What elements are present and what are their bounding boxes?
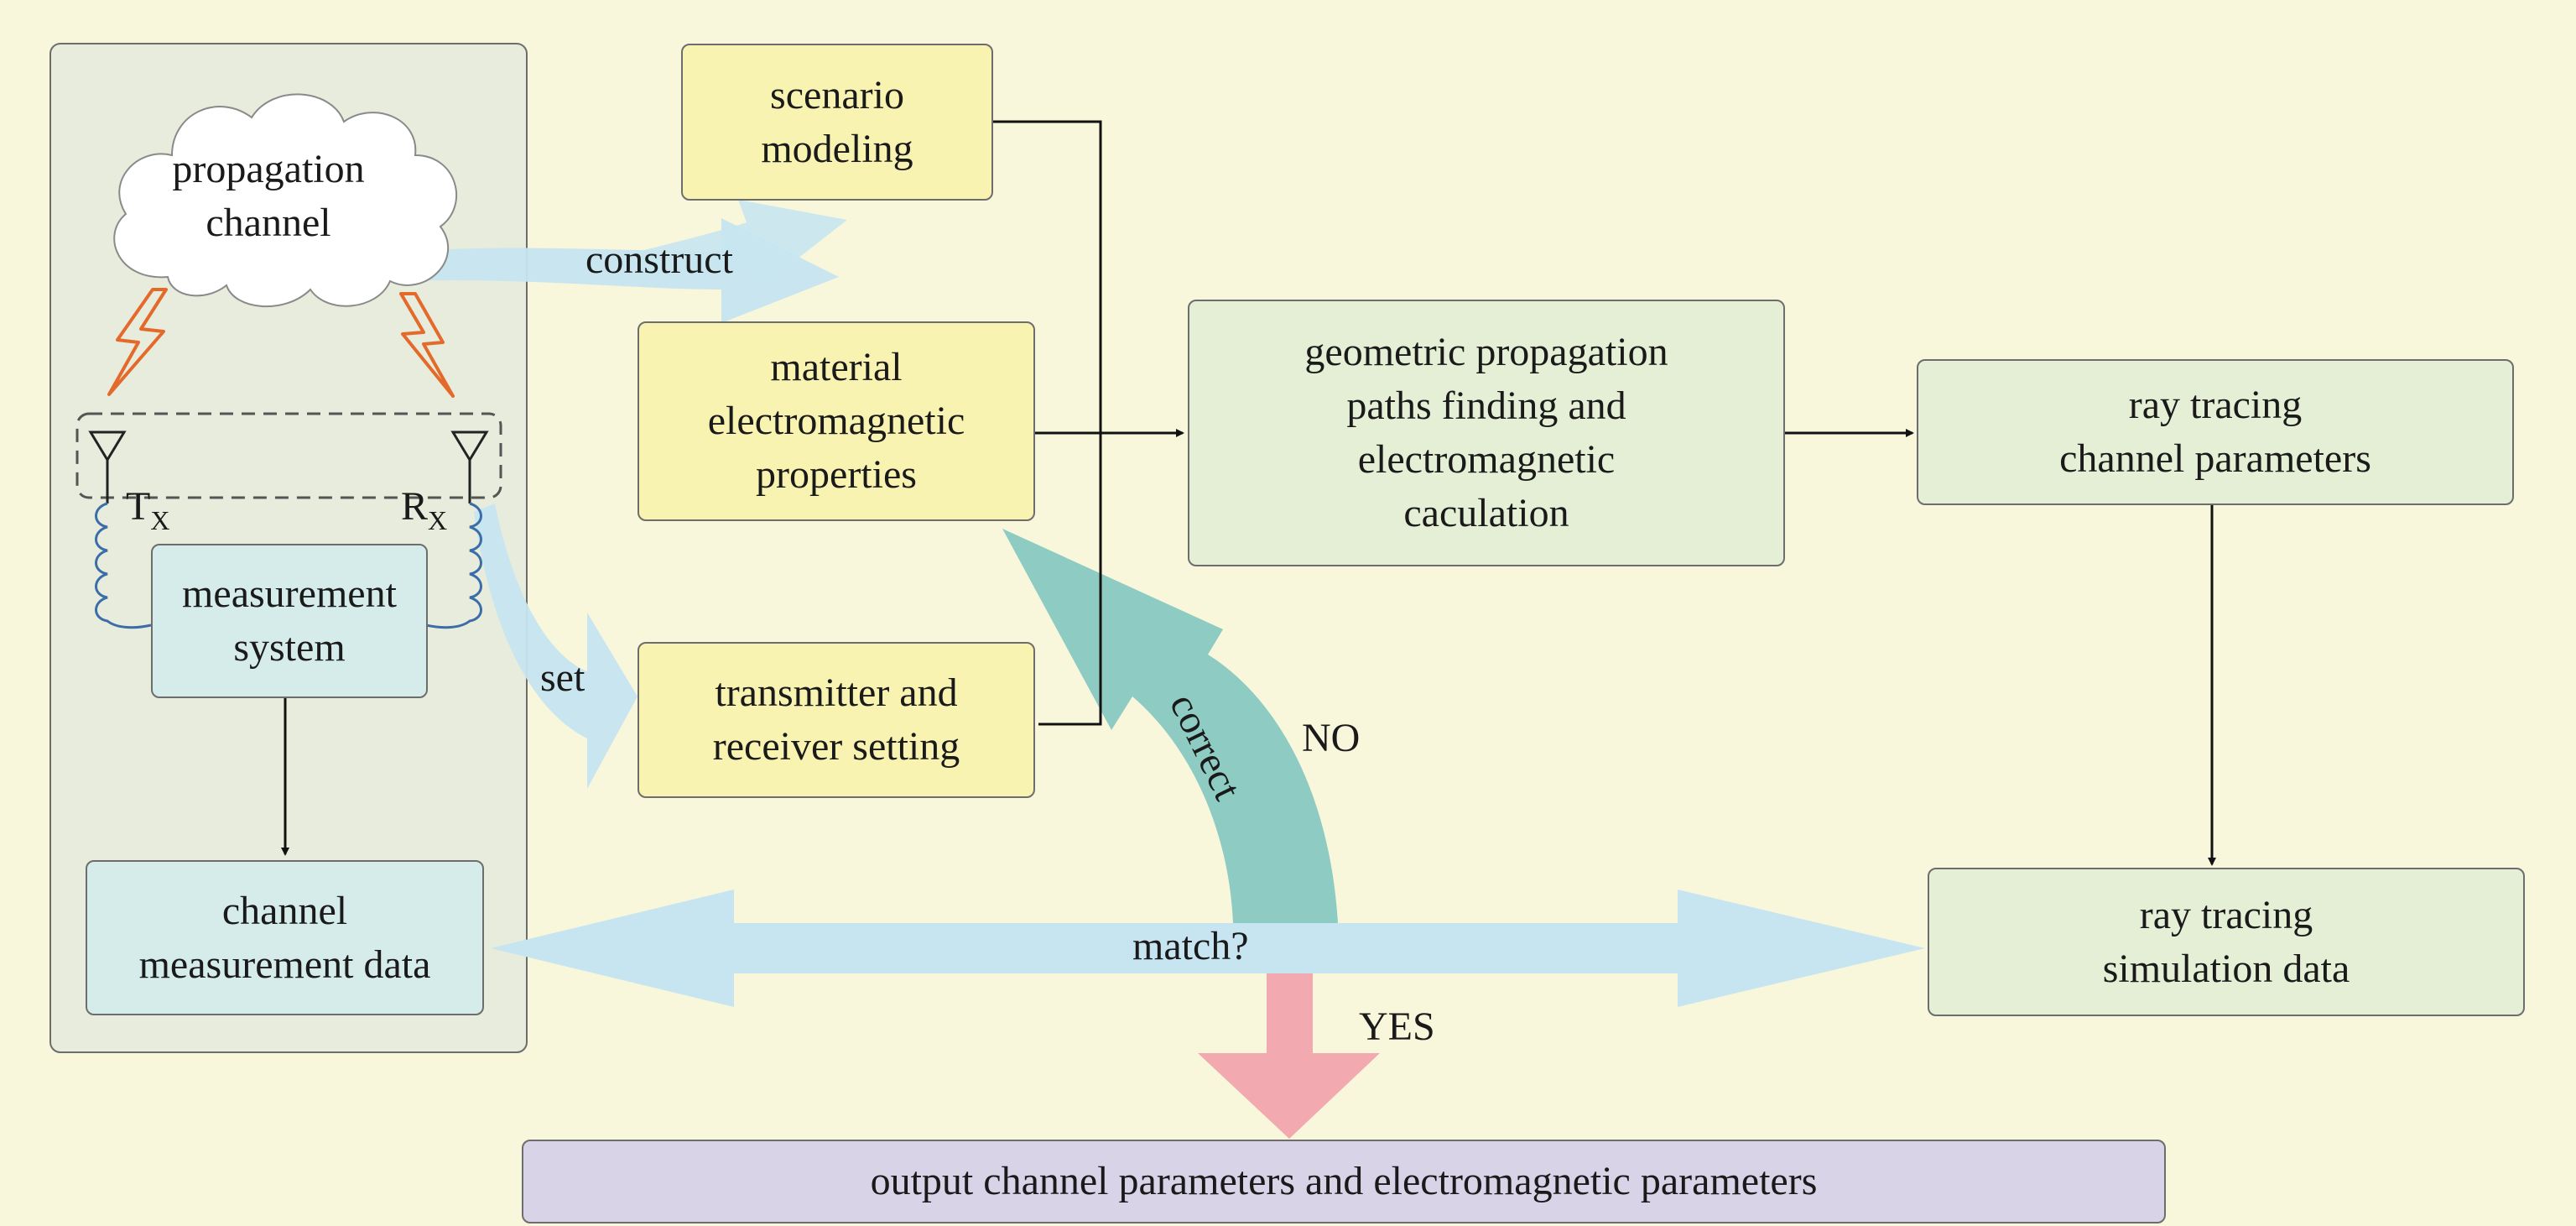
construct-arrow-upper [637, 200, 847, 285]
rx-letter: R [401, 484, 429, 529]
lightning-right-icon [399, 292, 455, 398]
propagation-channel-label: propagation channel [172, 147, 365, 245]
tx-letter: T [126, 484, 151, 529]
set-arrow [474, 503, 637, 789]
rx-label: RX [401, 436, 448, 535]
construct-label: construct [585, 237, 733, 282]
cloud-shape [113, 93, 458, 307]
correct-arrow [1002, 529, 1338, 923]
tx-label: TX [126, 436, 170, 535]
tx-subscript: X [150, 505, 170, 535]
match-double-arrow [491, 890, 1925, 1007]
geometric-propagation-box: geometric propagation paths finding and … [1188, 300, 1785, 566]
transmitter-receiver-setting-box: transmitter and receiver setting [637, 642, 1035, 798]
match-label: match? [1132, 924, 1249, 968]
no-label: NO [1302, 716, 1361, 760]
scenario-modeling-box: scenario modeling [681, 44, 993, 201]
output-parameters-box: output channel parameters and electromag… [522, 1140, 2166, 1223]
ray-tracing-channel-parameters-box: ray tracing channel parameters [1917, 359, 2514, 505]
material-properties-box: material electromagnetic properties [637, 321, 1035, 521]
flow-arrows [281, 429, 2216, 866]
ray-tracing-simulation-data-box: ray tracing simulation data [1928, 868, 2525, 1016]
yes-arrow [1198, 973, 1380, 1139]
channel-measurement-data-box: channel measurement data [86, 860, 484, 1015]
lightning-left-icon [107, 288, 168, 396]
set-label: set [540, 655, 585, 700]
rx-antenna-icon [450, 430, 489, 503]
tx-cable-icon [95, 502, 152, 629]
rx-subscript: X [428, 505, 448, 535]
antenna-frame [75, 412, 502, 499]
input-connectors [991, 120, 1184, 726]
yes-label: YES [1359, 1004, 1435, 1049]
rx-cable-icon [425, 502, 482, 629]
tx-antenna-icon [88, 430, 127, 503]
measurement-system-box: measurement system [151, 544, 428, 698]
